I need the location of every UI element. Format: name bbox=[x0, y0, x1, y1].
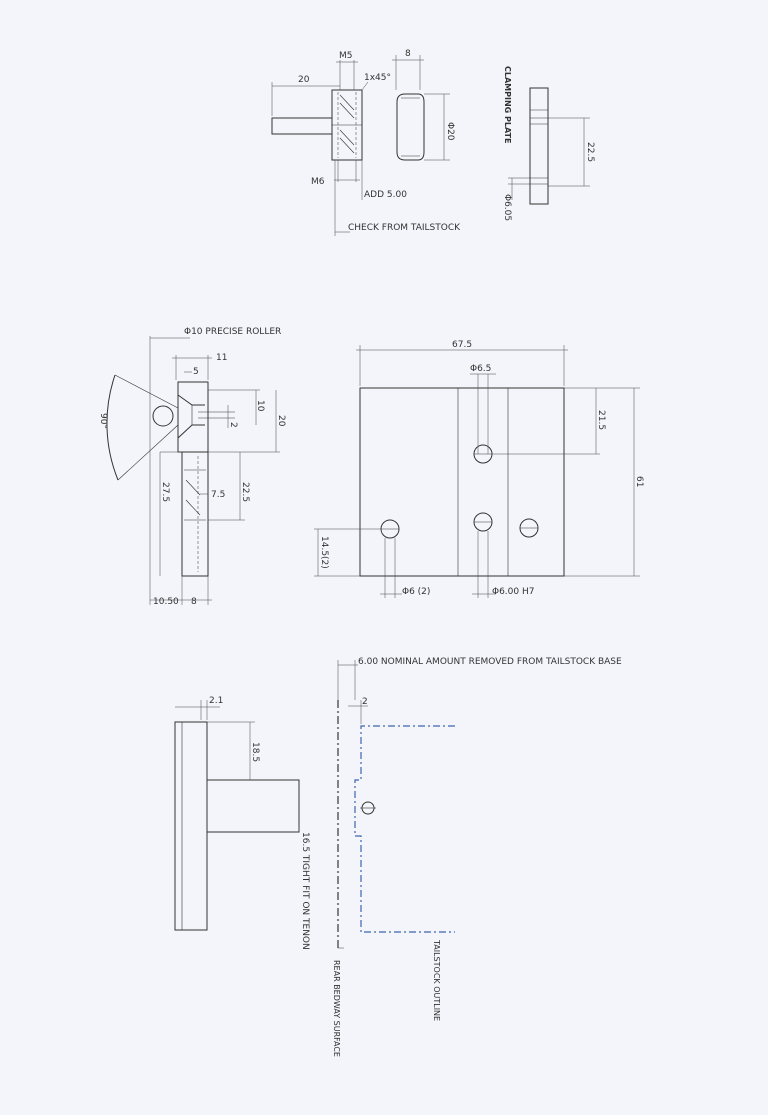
roller-note: Φ10 PRECISE ROLLER bbox=[184, 327, 281, 337]
dim-21-5: 21.5 bbox=[596, 410, 606, 430]
threaded-stud-view: 20 M5 1x45° M6 ADD 5.00 CHECK FROM TAILS… bbox=[271, 51, 461, 236]
dim-14-5: 14.5(2) bbox=[319, 536, 329, 569]
dim-7-5: 7.5 bbox=[211, 490, 225, 500]
label-rear-bedway: REAR BEDWAY SURFACE bbox=[332, 960, 341, 1057]
plan-view: 67.5 Φ6.5 21.5 61 14.5(2) Φ6 (2) Φ6.00 H… bbox=[314, 340, 644, 598]
dim-20: 20 bbox=[298, 75, 310, 85]
dim-20-side: 20 bbox=[276, 415, 286, 427]
dim-2-1: 2.1 bbox=[209, 696, 223, 706]
note-add-5: ADD 5.00 bbox=[364, 190, 407, 200]
dim-10-50: 10.50 bbox=[153, 597, 179, 607]
dim-18-5: 18.5 bbox=[250, 742, 260, 762]
dim-61: 61 bbox=[634, 476, 644, 487]
dim-8-side: 8 bbox=[191, 597, 197, 607]
dim-5: 5 bbox=[193, 367, 199, 377]
dim-chamfer: 1x45° bbox=[364, 73, 391, 83]
dim-67-5: 67.5 bbox=[452, 340, 472, 350]
dim-10: 10 bbox=[255, 400, 265, 412]
clamping-plate-title: CLAMPING PLATE bbox=[503, 66, 512, 143]
dim-m5: M5 bbox=[339, 51, 353, 61]
dim-m6: M6 bbox=[311, 177, 325, 187]
dim-dia-6-2: Φ6 (2) bbox=[402, 587, 430, 597]
dim-11: 11 bbox=[216, 353, 227, 363]
dim-dia-6-05: Φ6.05 bbox=[502, 194, 512, 221]
dim-dia-6-5: Φ6.5 bbox=[470, 364, 491, 374]
dim-dia-6-h7: Φ6.00 H7 bbox=[492, 587, 534, 597]
dim-2-bedway: 2 bbox=[362, 697, 368, 707]
note-check-tailstock: CHECK FROM TAILSTOCK bbox=[348, 223, 461, 233]
clamping-plate-view: CLAMPING PLATE 22.5 Φ6.05 bbox=[502, 66, 595, 221]
roller-side-view: Φ10 PRECISE ROLLER 11 5 90° 10 2 20 27.5… bbox=[98, 327, 286, 607]
dim-27-5: 27.5 bbox=[160, 482, 170, 502]
tenon-section-view: 2.1 18.5 16.5 TIGHT FIT ON TENON bbox=[174, 696, 310, 950]
bedway-tailstock-view: 6.00 NOMINAL AMOUNT REMOVED FROM TAILSTO… bbox=[332, 657, 622, 1057]
dim-8: 8 bbox=[405, 49, 411, 59]
label-tailstock-outline: TAILSTOCK OUTLINE bbox=[432, 939, 441, 1021]
angle-90: 90° bbox=[98, 413, 108, 429]
roller-body-view: 8 Φ20 bbox=[392, 49, 455, 161]
note-amount-removed: 6.00 NOMINAL AMOUNT REMOVED FROM TAILSTO… bbox=[358, 657, 622, 667]
dim-2: 2 bbox=[228, 422, 238, 428]
dim-22-5-side: 22.5 bbox=[240, 482, 250, 502]
note-tenon-fit: 16.5 TIGHT FIT ON TENON bbox=[300, 832, 310, 950]
dim-dia-20: Φ20 bbox=[445, 122, 455, 141]
dim-22-5: 22.5 bbox=[585, 142, 595, 162]
